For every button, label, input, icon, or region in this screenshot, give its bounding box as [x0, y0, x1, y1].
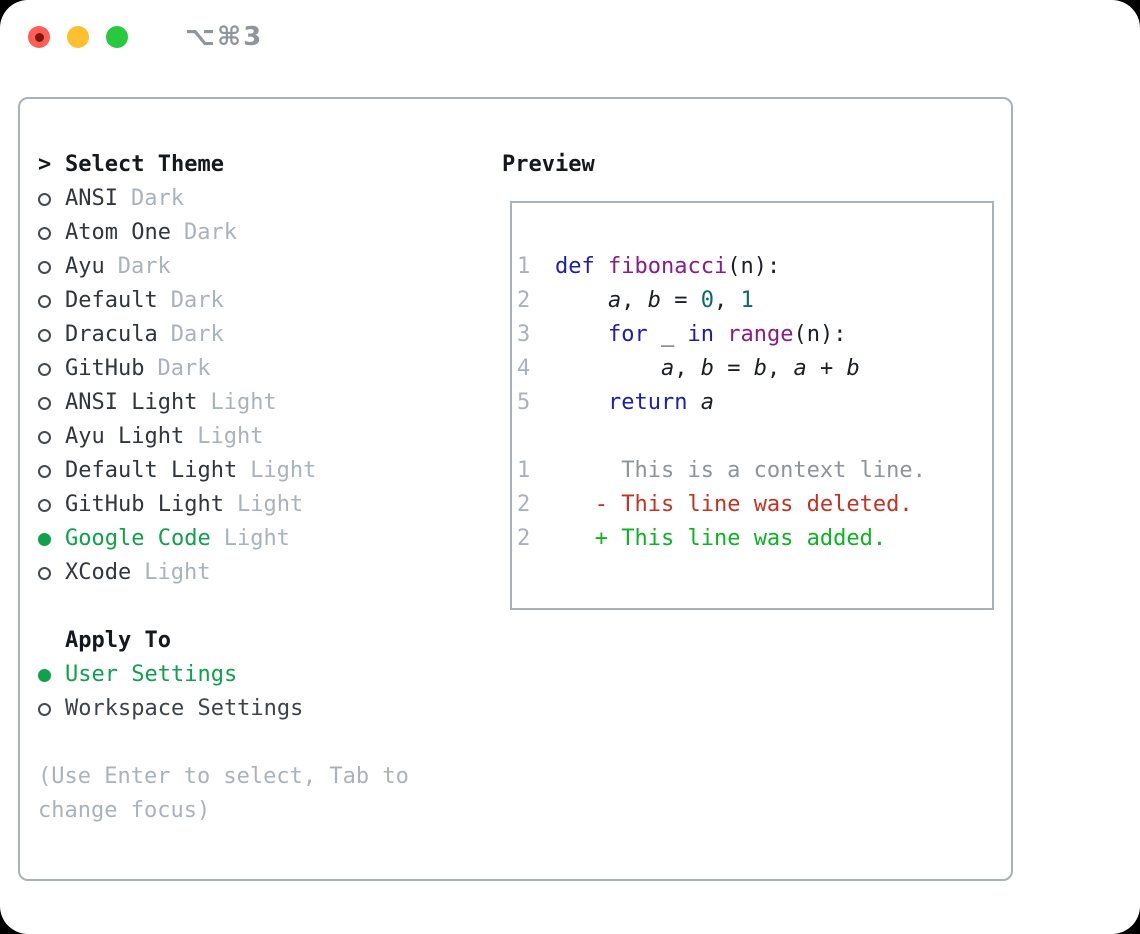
apply-option-label: Workspace Settings: [65, 696, 304, 721]
theme-name: Default: [65, 288, 158, 313]
radio-icon: [38, 692, 65, 726]
theme-name: GitHub: [65, 356, 145, 381]
theme-option-github-dark[interactable]: GitHub Dark: [38, 352, 316, 386]
theme-list: > Select Theme ANSI Dark Atom One Dark A…: [38, 148, 316, 590]
theme-option-ansi-light-light[interactable]: ANSI Light Light: [38, 386, 316, 420]
theme-option-default-dark[interactable]: Default Dark: [38, 284, 316, 318]
theme-variant: Dark: [117, 254, 171, 279]
theme-name: Atom One: [65, 220, 171, 245]
line-number: 5: [517, 390, 531, 415]
code-text: for _ in range(n):: [607, 322, 847, 347]
line-number: 1: [517, 254, 531, 279]
line-number: 2: [517, 288, 531, 313]
code-line: 2 a, b = 0, 1: [517, 284, 926, 318]
theme-option-xcode-light[interactable]: XCode Light: [38, 556, 316, 590]
theme-option-ayu-light-light[interactable]: Ayu Light Light: [38, 420, 316, 454]
radio-icon: [38, 250, 65, 284]
line-number: 2: [517, 526, 531, 551]
line-number: 4: [517, 356, 531, 381]
theme-variant: Light: [197, 424, 264, 449]
radio-icon: [38, 352, 65, 386]
zoom-window-icon[interactable]: [106, 26, 128, 48]
line-number: 3: [517, 322, 531, 347]
theme-variant: Light: [236, 492, 304, 517]
theme-option-dracula-dark[interactable]: Dracula Dark: [38, 318, 316, 352]
theme-option-default-light-light[interactable]: Default Light Light: [38, 454, 316, 488]
theme-name: Ayu: [65, 254, 105, 279]
theme-picker-panel: > Select Theme ANSI Dark Atom One Dark A…: [18, 97, 1013, 881]
theme-option-github-light-light[interactable]: GitHub Light Light: [38, 488, 316, 522]
code-text: def fibonacci(n):: [555, 254, 781, 279]
theme-variant: Dark: [183, 220, 237, 245]
theme-variant: Dark: [170, 322, 224, 347]
code-line: 2 - This line was deleted.: [517, 488, 926, 522]
apply-to-title: Apply To: [65, 628, 171, 653]
theme-variant: Dark: [157, 356, 211, 381]
radio-icon: [38, 420, 65, 454]
radio-icon: [38, 522, 65, 556]
selection-cursor-icon: >: [38, 152, 52, 177]
theme-name: Default Light: [65, 458, 238, 483]
apply-option-workspace-settings[interactable]: Workspace Settings: [38, 692, 303, 726]
theme-variant: Light: [210, 390, 277, 415]
theme-name: ANSI: [65, 186, 118, 211]
radio-icon: [38, 182, 65, 216]
code-line: 1 def fibonacci(n):: [517, 250, 926, 284]
code-line: 2 + This line was added.: [517, 522, 926, 556]
apply-to-header: Apply To: [38, 624, 303, 658]
code-line: 1 This is a context line.: [517, 454, 926, 488]
theme-variant: Light: [223, 526, 290, 551]
select-theme-title: Select Theme: [65, 152, 224, 177]
theme-name: ANSI Light: [65, 390, 198, 415]
theme-name: GitHub Light: [65, 492, 224, 517]
radio-icon: [38, 454, 65, 488]
code-text: + This line was added.: [594, 526, 887, 551]
theme-option-ansi-dark[interactable]: ANSI Dark: [38, 182, 316, 216]
line-number: 2: [517, 492, 531, 517]
radio-icon: [38, 488, 65, 522]
code-text: return a: [607, 390, 714, 415]
theme-option-atom-one-dark[interactable]: Atom One Dark: [38, 216, 316, 250]
radio-icon: [38, 216, 65, 250]
apply-option-label: User Settings: [65, 662, 238, 687]
theme-option-ayu-dark[interactable]: Ayu Dark: [38, 250, 316, 284]
window-shortcut-label: ⌥⌘3: [185, 22, 264, 52]
theme-variant: Dark: [130, 186, 184, 211]
line-number: [517, 420, 532, 454]
line-number: 1: [517, 458, 531, 483]
code-line: 3 for _ in range(n):: [517, 318, 926, 352]
preview-title: Preview: [502, 152, 595, 177]
code-line: 4 a, b = b, a + b: [517, 352, 926, 386]
theme-name: Dracula: [65, 322, 158, 347]
radio-icon: [38, 658, 65, 692]
theme-variant: Light: [144, 560, 211, 585]
radio-icon: [38, 386, 65, 420]
radio-icon: [38, 556, 65, 590]
code-text: This is a context line.: [555, 458, 926, 483]
radio-icon: [38, 318, 65, 352]
theme-name: Google Code: [65, 526, 211, 551]
code-text: a, b = b, a + b: [660, 356, 860, 381]
theme-variant: Light: [250, 458, 317, 483]
select-theme-header: > Select Theme: [38, 148, 316, 182]
theme-name: Ayu Light: [65, 424, 185, 449]
theme-option-google-code-light[interactable]: Google Code Light: [38, 522, 316, 556]
code-line: 5 return a: [517, 386, 926, 420]
window-titlebar: ⌥⌘3: [28, 22, 264, 52]
close-window-icon[interactable]: [28, 26, 50, 48]
code-preview: 1 def fibonacci(n): 2 a, b = 0, 1 3 for …: [517, 250, 926, 556]
apply-to-section: Apply To User Settings Workspace Setting…: [38, 624, 303, 726]
theme-name: XCode: [65, 560, 132, 585]
code-text: - This line was deleted.: [594, 492, 913, 517]
preview-pane: 1 def fibonacci(n): 2 a, b = 0, 1 3 for …: [510, 201, 994, 610]
minimize-window-icon[interactable]: [67, 26, 89, 48]
code-text: a, b = 0, 1: [607, 288, 754, 313]
apply-option-user-settings[interactable]: User Settings: [38, 658, 303, 692]
hint-text: (Use Enter to select, Tab to change focu…: [38, 764, 409, 823]
theme-variant: Dark: [170, 288, 224, 313]
radio-icon: [38, 284, 65, 318]
code-line: [517, 420, 926, 454]
